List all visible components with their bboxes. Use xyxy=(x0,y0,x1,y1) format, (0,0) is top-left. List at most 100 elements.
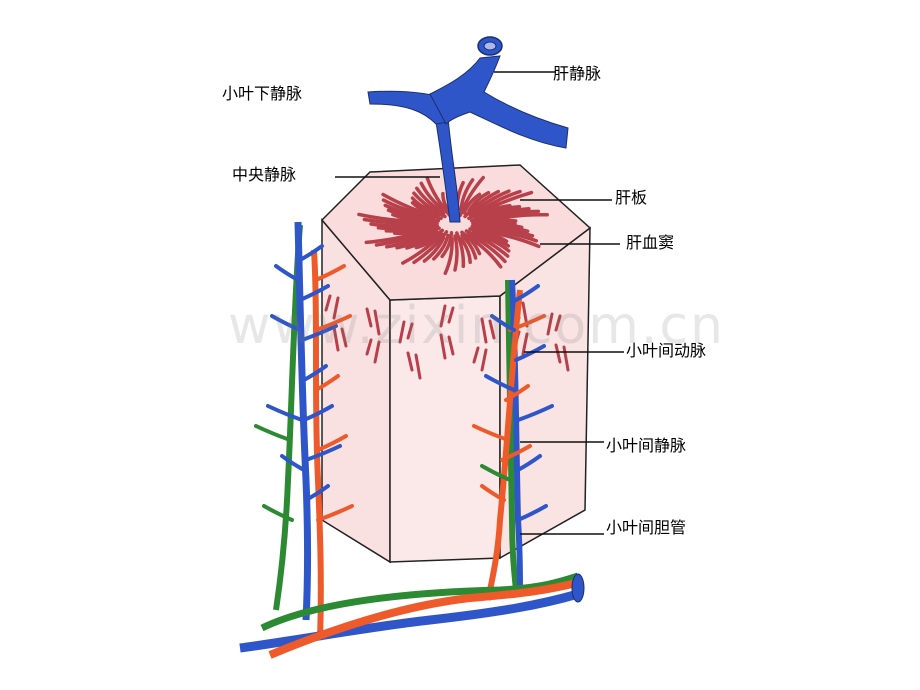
hepatic-plate-fragment xyxy=(546,312,554,336)
hepatic-plate-cord xyxy=(458,175,485,218)
hepatic-plate-cord xyxy=(357,212,434,224)
vessel-branch xyxy=(484,374,516,392)
hepatic-plate-cord xyxy=(467,190,534,221)
vessel-branch xyxy=(316,504,354,522)
label-interlobular-bile-duct: 小叶间胆管 xyxy=(606,518,687,537)
vessel-branch xyxy=(504,384,530,402)
hepatic-plate-cord xyxy=(471,218,518,225)
hepatic-plate-cord xyxy=(412,191,447,219)
bile-duct-left xyxy=(273,224,303,611)
hepatic-plate-fragment xyxy=(480,317,488,344)
vessel-branch xyxy=(302,364,328,382)
hepatic-plate-cord xyxy=(383,203,436,221)
vessel-branch xyxy=(280,454,306,472)
central-vein xyxy=(435,117,461,223)
vessel-branch xyxy=(480,484,506,502)
vessel-branch xyxy=(262,504,294,522)
hepatic-plate-cord xyxy=(476,209,541,223)
hepatic-plate-cord xyxy=(463,189,501,219)
hepatic-plate-fragment xyxy=(488,319,496,340)
hepatic-plate-fragment xyxy=(340,327,348,348)
right-branches xyxy=(472,284,554,522)
hepatic-plate-cord xyxy=(473,203,512,220)
hepatic-plate-fragment xyxy=(332,296,340,320)
vessel-branch xyxy=(304,444,342,462)
hepatic-vein-trunk xyxy=(429,55,569,149)
bottom-vessel-end xyxy=(571,573,585,603)
vessel-branch xyxy=(298,244,324,262)
vessel-branch xyxy=(514,344,546,362)
label-interlobular-artery: 小叶间动脉 xyxy=(626,341,707,360)
vessel-branch xyxy=(500,444,532,462)
left-branches xyxy=(254,244,354,522)
vessel-branch xyxy=(274,264,300,282)
hepatic-plate-fragment xyxy=(406,322,414,340)
artery-right xyxy=(485,289,523,601)
hepatic-plate-cord xyxy=(384,224,440,233)
vessel-branch xyxy=(266,404,304,422)
hepatic-plate-fragment xyxy=(562,345,570,372)
hepatic-plate-cord xyxy=(443,237,454,276)
hepatic-plate-cord xyxy=(415,186,446,216)
hepatic-plate-cord xyxy=(460,230,482,256)
hepatic-plate-cord xyxy=(470,224,535,238)
vessel-branch xyxy=(300,324,338,342)
hepatic-plate-fragment xyxy=(521,332,529,356)
vessel-branch xyxy=(314,264,346,282)
hepatic-plate-fragment xyxy=(332,325,340,352)
hepatic-plate-fragment xyxy=(447,335,455,356)
vessel-branch xyxy=(298,284,330,302)
hepatic-vein-system xyxy=(367,36,569,223)
vessel-branch xyxy=(270,314,302,332)
hepatic-plate-cord xyxy=(419,181,446,212)
hepatic-plate-cord xyxy=(460,233,478,260)
leader-lines xyxy=(335,71,624,535)
hepatic-plates xyxy=(324,175,570,380)
portal-triad-right xyxy=(472,279,554,601)
hepatic-vein-lumen xyxy=(483,41,497,51)
hepatic-plate-cord xyxy=(462,192,482,215)
hepatic-plate-cord xyxy=(440,231,454,259)
label-sublobular-vein: 小叶下静脉 xyxy=(222,84,303,103)
hepatic-plate-cord xyxy=(459,236,472,265)
hepatic-plate-fragment xyxy=(439,304,447,328)
hepatic-plate-cord xyxy=(422,236,446,263)
hepatic-plate-cord xyxy=(475,226,539,243)
hepatic-plate-cord xyxy=(455,231,466,269)
bottom-artery xyxy=(268,578,582,659)
hepatic-plate-fragment xyxy=(365,307,373,328)
vessel-branch xyxy=(302,404,334,422)
bottom-bile-duct xyxy=(260,572,580,632)
hepatic-plate-fragment xyxy=(472,346,480,364)
hepatic-plate-fragment xyxy=(373,340,381,364)
hepatic-plate-cord xyxy=(364,226,435,245)
hepatic-plate-fragment xyxy=(324,294,332,312)
hepatic-plate-cord xyxy=(432,233,450,261)
hepatic-plate-cord xyxy=(374,226,441,247)
liver-lobule xyxy=(320,164,592,564)
vessel-branch xyxy=(254,424,292,442)
hepatic-plate-cord xyxy=(471,229,511,248)
label-central-vein: 中央静脉 xyxy=(232,165,297,184)
hepatic-plate-cord xyxy=(459,178,475,212)
hepatic-plate-fragment xyxy=(398,320,406,344)
hepatic-plate-cord xyxy=(466,232,507,264)
hepatic-plate-fragment xyxy=(447,306,455,324)
hepatic-plate-cord xyxy=(453,234,459,272)
bottom-trunks xyxy=(239,572,585,659)
hepatic-plate-cord xyxy=(469,206,531,223)
hepatic-plate-cord xyxy=(464,229,510,258)
label-interlobular-vein: 小叶间静脉 xyxy=(606,436,687,455)
vessel-branch xyxy=(316,434,348,452)
hepatic-plate-cord xyxy=(477,222,524,230)
vessel-branch xyxy=(314,374,340,392)
hepatic-plate-fragment xyxy=(373,309,381,336)
hepatic-plate-cord xyxy=(401,232,444,265)
hepatic-plate-fragment xyxy=(554,314,562,332)
hepatic-plate-fragment xyxy=(480,348,488,372)
hepatic-plate-cord xyxy=(410,201,440,218)
portal-triad-left xyxy=(254,221,354,641)
hepatic-plate-cord xyxy=(468,189,511,217)
bottom-vein xyxy=(239,589,580,653)
vessel-branch xyxy=(472,424,510,442)
